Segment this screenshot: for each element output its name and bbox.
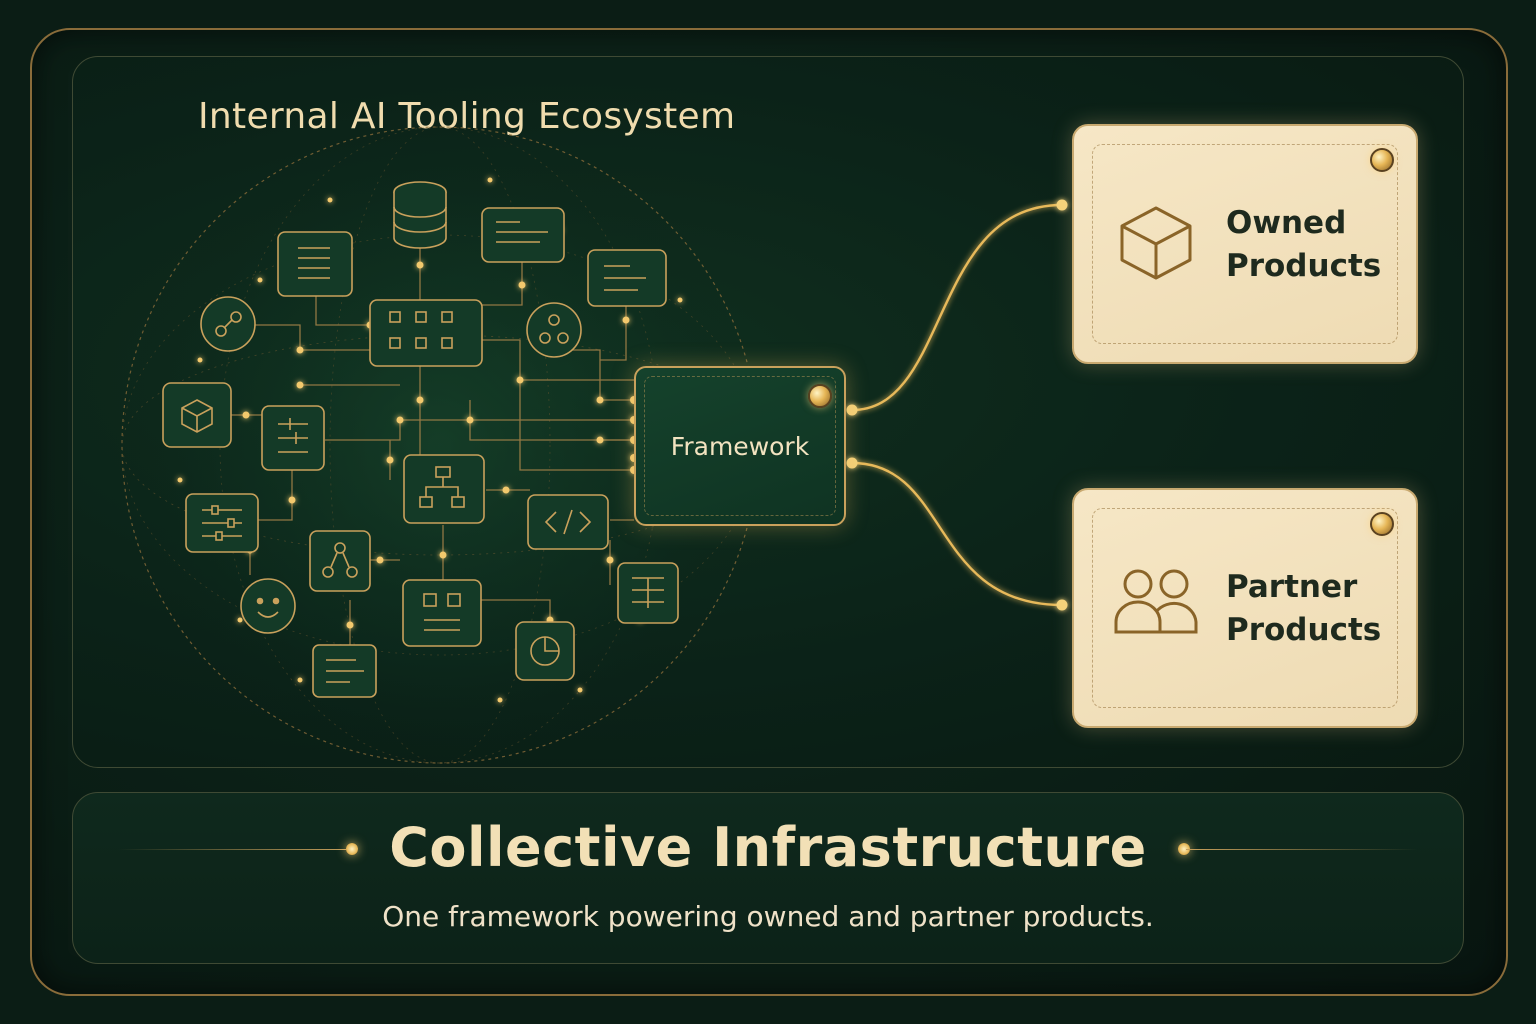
connectors [851, 203, 1063, 607]
connector-partner [851, 461, 1063, 607]
headline-rule-right [1186, 849, 1418, 850]
framework-node[interactable]: Framework [634, 366, 846, 526]
form-icon [402, 579, 482, 647]
owned-products-line2: Products [1226, 248, 1382, 284]
table-icon [617, 562, 679, 624]
sliders-icon [185, 493, 259, 553]
partner-products-line2: Products [1226, 612, 1382, 648]
cube-icon [1120, 206, 1192, 280]
footer-subtitle: One framework powering owned and partner… [382, 900, 1154, 933]
framework-indicator-light [808, 384, 832, 408]
headline-bead-left [346, 843, 358, 855]
owned-products-card[interactable]: Owned Products [1072, 124, 1418, 364]
share-icon [200, 296, 256, 352]
network-nodes [177, 177, 683, 703]
card-indicator-light [1370, 148, 1394, 172]
connector-ends [846, 199, 1068, 611]
headline-rule-left [118, 849, 350, 850]
document-icon [481, 207, 565, 263]
notes-icon [587, 249, 667, 307]
framework-inner-border [644, 376, 836, 516]
headline-bead-right [1178, 843, 1190, 855]
card-indicator-light [1370, 512, 1394, 536]
code-icon [527, 494, 609, 550]
grid-icon [369, 299, 483, 367]
owned-products-label: Owned Products [1226, 202, 1381, 288]
flowchart-icon [403, 454, 485, 524]
graph-icon [309, 530, 371, 592]
cube-tile-icon [162, 382, 232, 448]
footer-headline: Collective Infrastructure [389, 816, 1147, 879]
text-lines-icon [312, 644, 377, 698]
card-inner-border [1092, 144, 1398, 344]
list-icon [277, 231, 353, 297]
partner-products-card[interactable]: Partner Products [1072, 488, 1418, 728]
partner-products-line1: Partner [1226, 569, 1358, 605]
smile-icon [240, 578, 296, 634]
framework-label: Framework [670, 431, 810, 461]
pie-chart-icon [515, 621, 575, 681]
database-icon [393, 181, 447, 249]
connector-owned [851, 203, 1063, 412]
partner-products-label: Partner Products [1226, 566, 1381, 652]
footer-panel [72, 792, 1464, 964]
people-icon [1114, 569, 1198, 634]
tool-icons [162, 181, 679, 698]
card-inner-border [1092, 508, 1398, 708]
nodes-icon [526, 302, 582, 358]
owned-products-line1: Owned [1226, 205, 1347, 241]
layout-icon [261, 405, 325, 471]
